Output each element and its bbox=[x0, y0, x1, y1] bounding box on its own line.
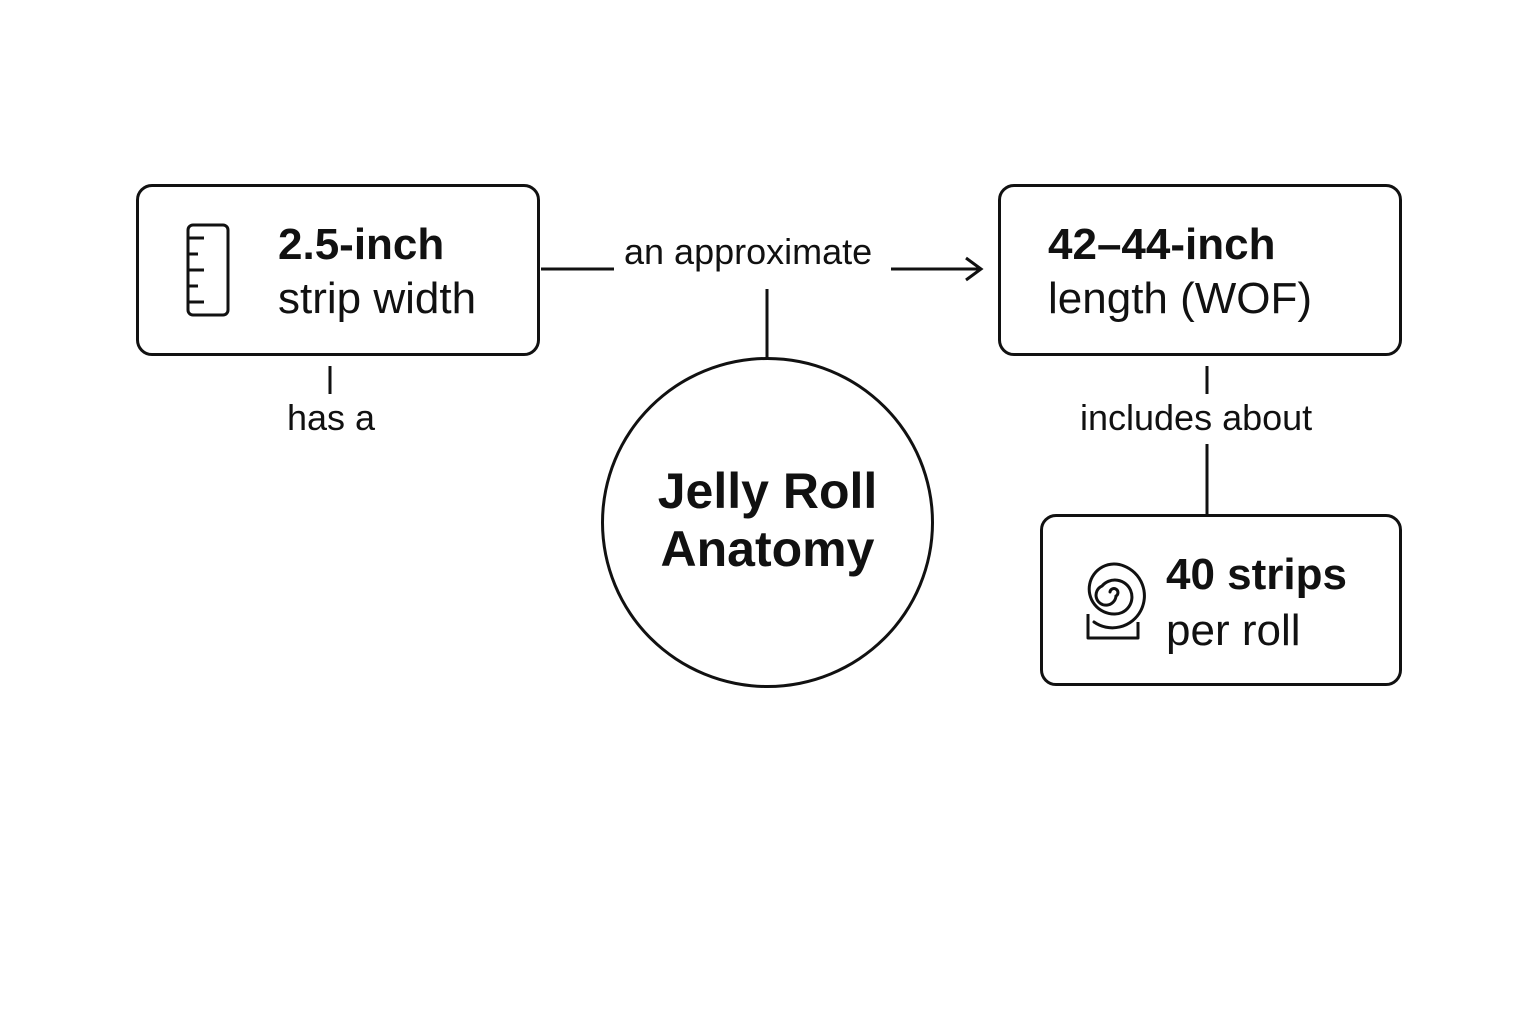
fabric-roll-icon bbox=[1086, 562, 1146, 640]
strip-width-value: 2.5-inch bbox=[278, 220, 445, 269]
arrowhead bbox=[965, 256, 984, 282]
center-node bbox=[601, 357, 934, 688]
center-title-line2: Anatomy bbox=[660, 521, 875, 577]
edge-label-has-a: has a bbox=[287, 396, 376, 440]
center-title-line1: Jelly Roll bbox=[657, 463, 878, 519]
strips-label: per roll bbox=[1166, 606, 1301, 655]
strips-node bbox=[1040, 514, 1402, 686]
ruler-icon bbox=[186, 223, 230, 317]
strips-value: 40 strips bbox=[1166, 550, 1347, 599]
edge-label-approximate: an approximate bbox=[624, 230, 873, 274]
length-value: 42–44-inch bbox=[1048, 220, 1276, 269]
edge-label-includes-about: includes about bbox=[1080, 396, 1313, 440]
length-node bbox=[998, 184, 1402, 356]
strip-width-node bbox=[136, 184, 540, 356]
length-label: length (WOF) bbox=[1048, 274, 1313, 323]
strip-width-label: strip width bbox=[278, 274, 477, 323]
